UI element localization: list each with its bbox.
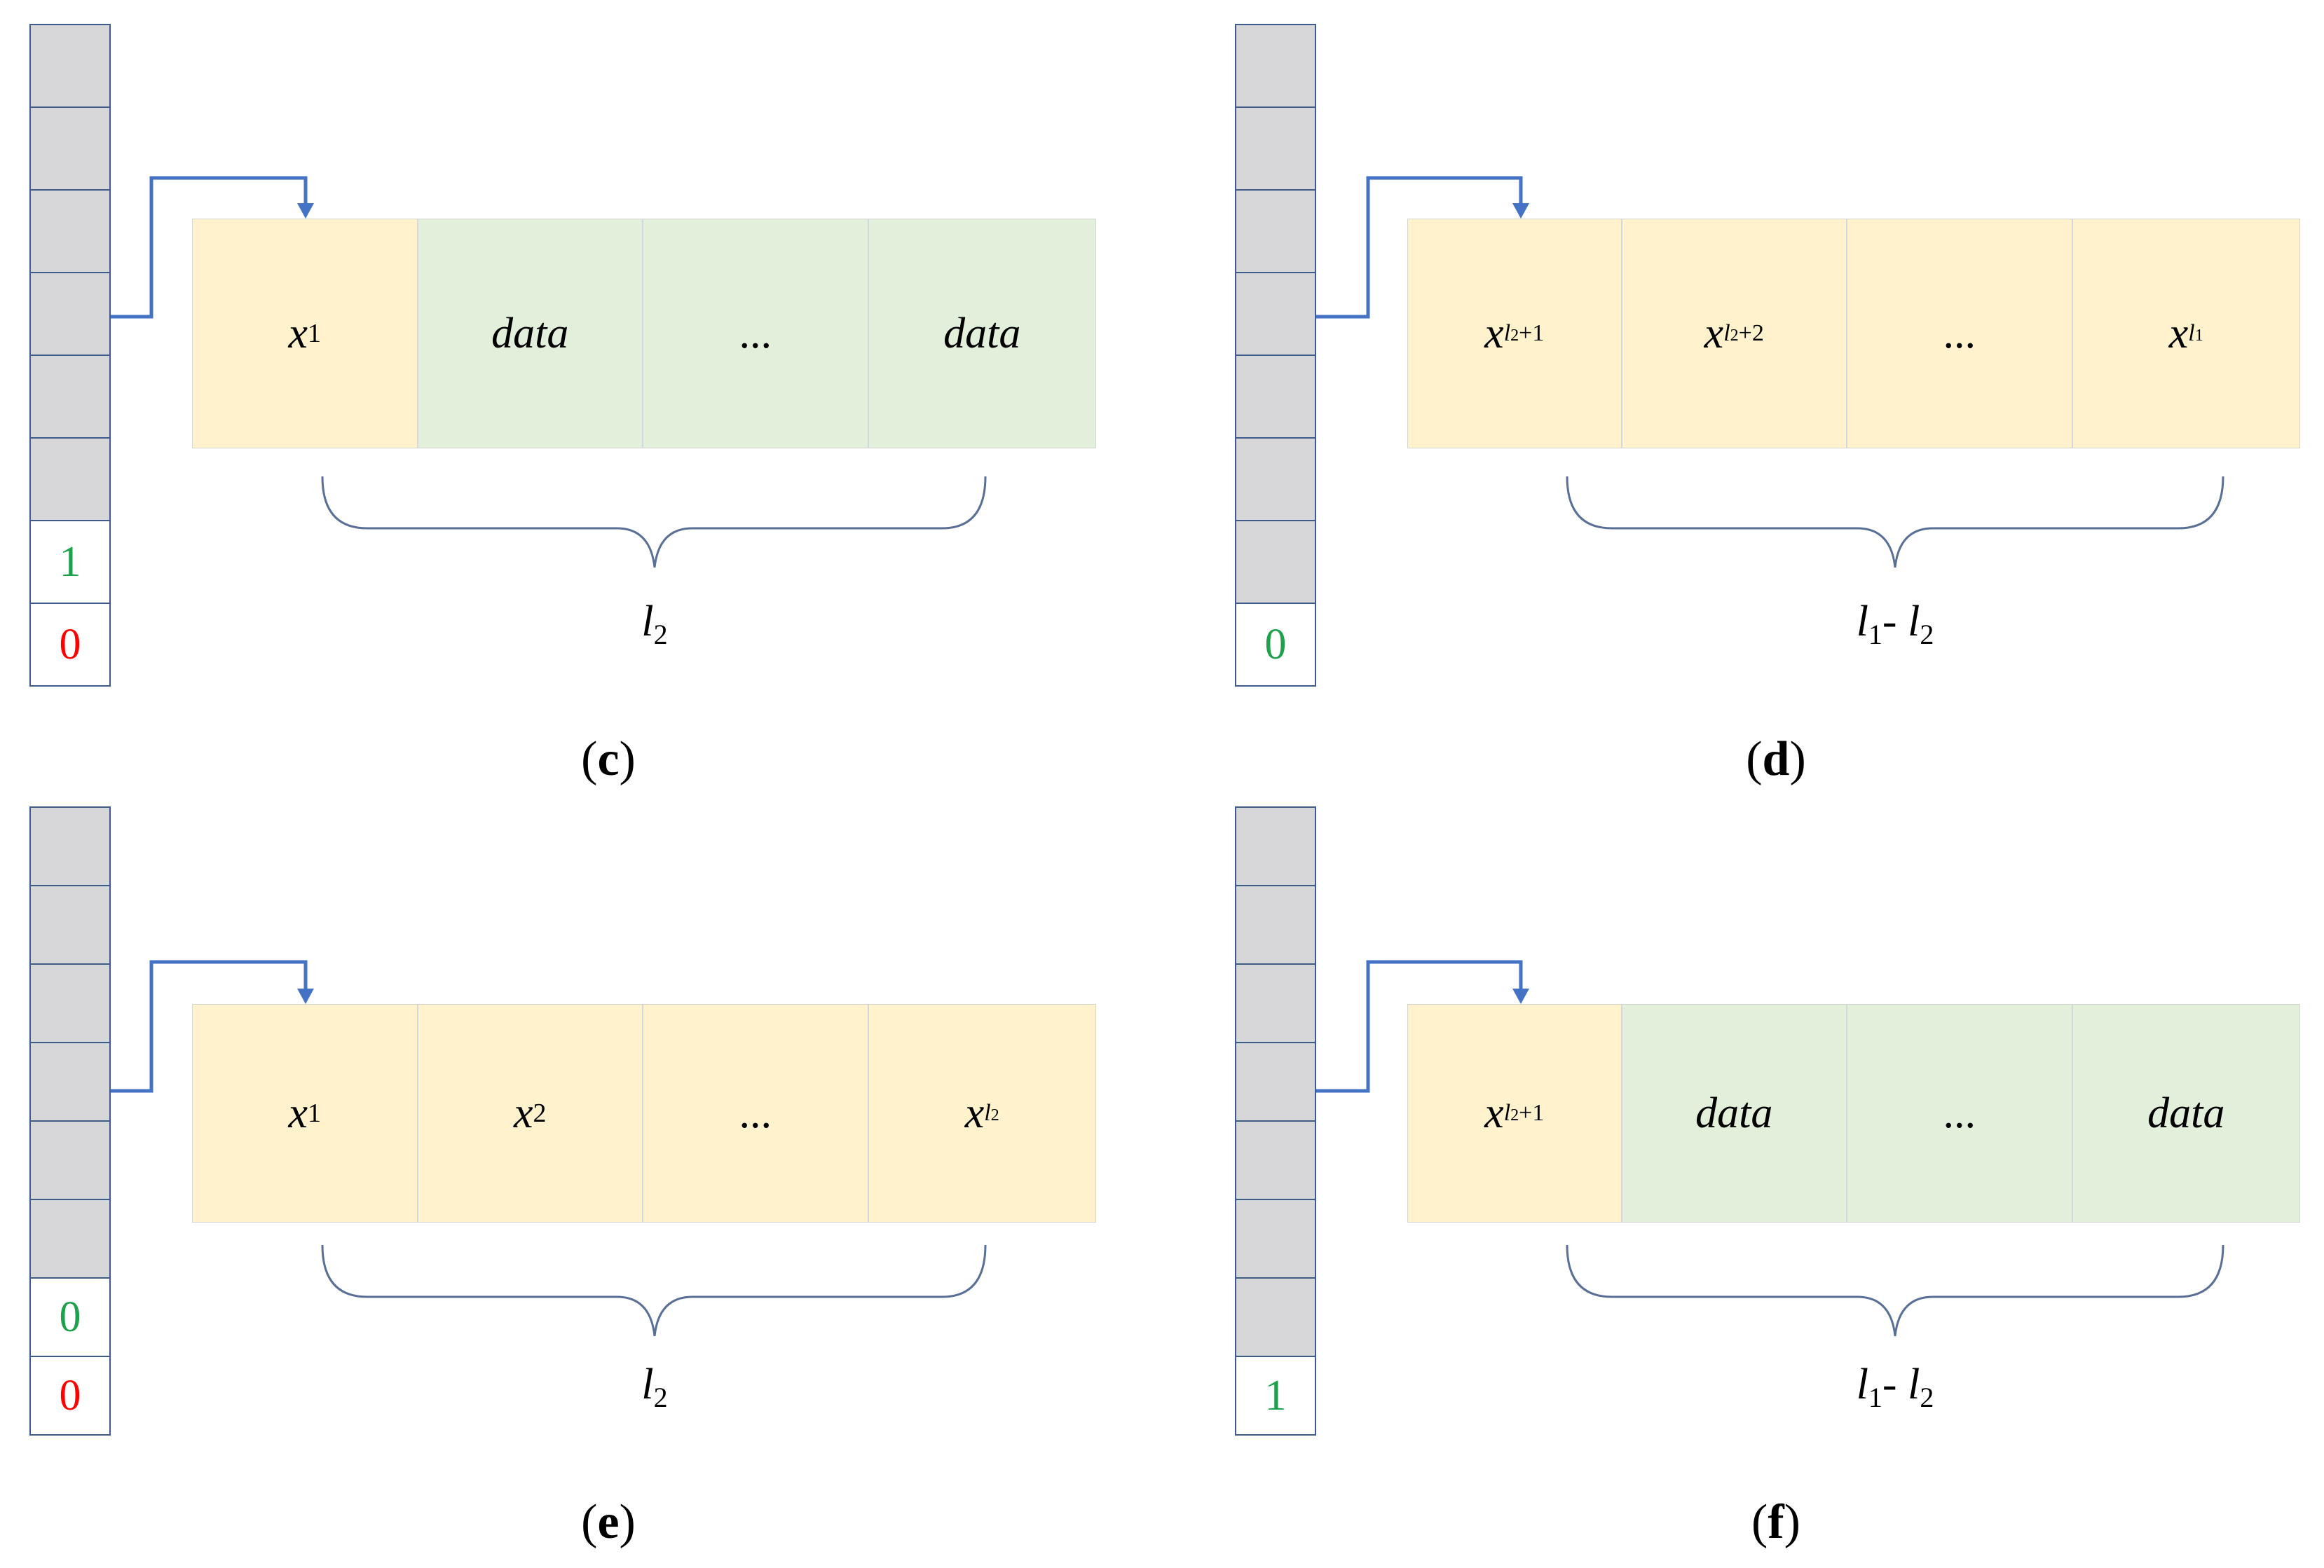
pointer-stack: 0 0	[29, 806, 111, 1440]
brace-icon	[1566, 476, 2224, 568]
stack-slot-pointer	[29, 272, 111, 356]
brace-length-label: l2	[641, 1361, 668, 1413]
flag-bit: 1	[29, 520, 111, 604]
flag-bit: 0	[1235, 603, 1316, 687]
panel-label: (c)	[581, 732, 636, 786]
brace-icon	[321, 1244, 987, 1337]
brace-length-label: l1- l2	[1856, 598, 1934, 650]
panel-label: (e)	[581, 1495, 636, 1549]
stack-slot	[1235, 1277, 1316, 1357]
stack-slot	[29, 24, 111, 108]
flag-bit: 0	[29, 1356, 111, 1436]
flag-bit: 0	[29, 1277, 111, 1357]
data-cell: data	[1622, 1005, 1848, 1222]
pointer-stack: 0	[1235, 24, 1316, 687]
stack-slot	[29, 106, 111, 191]
stack-slot	[1235, 885, 1316, 965]
flag-bit: 1	[1235, 1356, 1316, 1436]
data-cell: ...	[643, 1005, 869, 1222]
stack-slot	[1235, 1120, 1316, 1200]
pointer-arrow-icon	[111, 176, 314, 319]
data-cell: ...	[643, 219, 869, 448]
data-cell: ...	[1847, 219, 2073, 448]
data-cell: data	[2072, 1005, 2299, 1222]
pointer-stack: 1	[1235, 806, 1316, 1440]
data-cell: data	[868, 219, 1095, 448]
stack-slot	[29, 963, 111, 1043]
brace-length-label: l2	[641, 598, 668, 650]
data-cell: data	[418, 219, 643, 448]
stack-slot	[29, 1120, 111, 1200]
stack-slot	[1235, 1199, 1316, 1279]
brace-icon	[1566, 1244, 2224, 1337]
stack-slot	[29, 437, 111, 521]
stack-slot	[29, 885, 111, 965]
stack-slot	[1235, 806, 1316, 886]
stack-slot	[1235, 963, 1316, 1043]
panel-label: (d)	[1746, 732, 1806, 786]
pointer-stack: 1 0	[29, 24, 111, 687]
stack-slot	[1235, 189, 1316, 273]
pointer-arrow-icon	[111, 960, 314, 1093]
flag-bit: 0	[29, 603, 111, 687]
data-cell: ...	[1847, 1005, 2073, 1222]
brace-icon	[321, 476, 987, 568]
stack-slot-pointer	[1235, 1042, 1316, 1122]
panel-label: (f)	[1751, 1495, 1800, 1549]
pointer-arrow-icon	[1316, 960, 1529, 1093]
stack-slot	[1235, 106, 1316, 191]
brace-length-label: l1- l2	[1856, 1361, 1934, 1413]
pointer-arrow-icon	[1316, 176, 1529, 319]
stack-slot	[29, 355, 111, 439]
